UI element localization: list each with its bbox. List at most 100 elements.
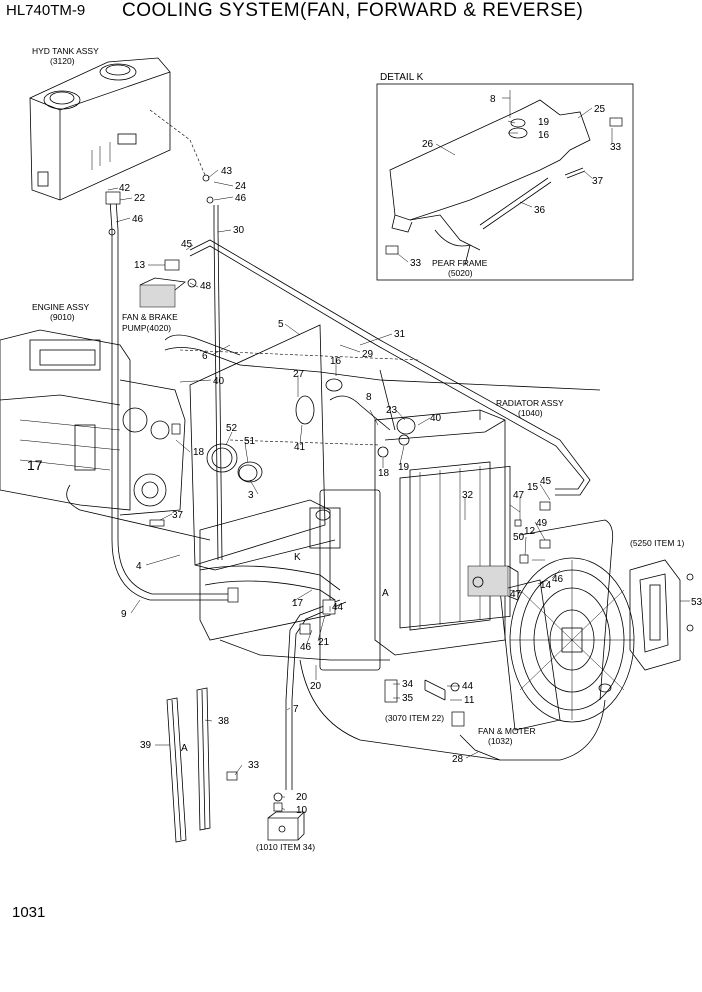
callout: 15: [527, 482, 539, 493]
callout-numbers: 43 42 22 24 46 46 30 45 13 48 5 6 31 29 …: [27, 94, 702, 816]
callout: 40: [213, 376, 225, 387]
bracket-drawing: [629, 559, 694, 671]
callout: 3: [248, 490, 254, 501]
callout: 52: [226, 423, 238, 434]
fan-motor-drawing: [467, 557, 635, 731]
hyd-tank-ref: (3120): [50, 56, 75, 66]
callout: 37: [172, 510, 184, 521]
callout: 51: [244, 436, 256, 447]
callout: 12: [524, 526, 536, 537]
marker-k: K: [294, 552, 301, 563]
pump-label-line1: FAN & BRAKE: [122, 312, 178, 322]
callout: 42: [119, 183, 131, 194]
marker-a: A: [382, 588, 389, 599]
callout: 9: [121, 609, 127, 620]
engine-label: ENGINE ASSY: [32, 302, 89, 312]
detail-k-title: DETAIL K: [380, 72, 424, 83]
hyd-tank-label: HYD TANK ASSY: [32, 46, 99, 56]
marker-a: A: [181, 743, 188, 754]
callout: 20: [296, 792, 308, 803]
frame-drawing: [164, 324, 421, 641]
callout: 47: [510, 589, 522, 600]
page-number: 1031: [12, 904, 46, 921]
callout: 19: [538, 117, 550, 128]
radiator-drawing: [309, 409, 511, 671]
ref-3070-label: (3070 ITEM 22): [385, 713, 444, 723]
pear-frame-label: PEAR FRAME: [432, 258, 488, 268]
fan-motor-label: FAN & MOTER: [478, 726, 536, 736]
pump-label-line2: PUMP(4020): [122, 323, 171, 333]
callout: 30: [233, 225, 245, 236]
pipes-drawing: [66, 199, 614, 790]
callout: 46: [300, 642, 312, 653]
callout: 6: [202, 351, 208, 362]
callout: 13: [134, 260, 146, 271]
callout: 22: [134, 193, 146, 204]
callout: 4: [136, 561, 142, 572]
callout: 28: [452, 754, 464, 765]
callout: 16: [538, 130, 550, 141]
callout: 7: [293, 704, 299, 715]
callout: 46: [235, 193, 247, 204]
callout: 33: [410, 258, 422, 269]
callout: 16: [330, 356, 342, 367]
callout: 37: [592, 176, 604, 187]
callout: 10: [296, 805, 308, 816]
callout: 29: [362, 349, 374, 360]
model-code: HL740TM-9: [6, 2, 86, 19]
callout: 31: [394, 329, 406, 340]
callout: 39: [140, 740, 152, 751]
callout: 36: [534, 205, 546, 216]
callout: 32: [462, 490, 474, 501]
ref-5250-label: (5250 ITEM 1): [630, 538, 684, 548]
callout: 8: [490, 94, 496, 105]
callout: 45: [181, 239, 193, 250]
detail-k-box: [376, 83, 634, 281]
callout: 44: [332, 602, 344, 613]
callout: 43: [221, 166, 233, 177]
engine-drawing: [0, 277, 186, 516]
callout: 8: [366, 392, 372, 403]
callout: 33: [248, 760, 260, 771]
callout: 40: [430, 413, 442, 424]
radiator-label: RADIATOR ASSY: [496, 398, 564, 408]
callout: 18: [378, 468, 390, 479]
callout: 50: [513, 532, 525, 543]
callout: 14: [540, 580, 552, 591]
page-title: COOLING SYSTEM(FAN, FORWARD & REVERSE): [122, 0, 584, 21]
callout: 5: [278, 319, 284, 330]
callout: 46: [552, 574, 564, 585]
callout: 35: [402, 693, 414, 704]
callout: 19: [398, 462, 410, 473]
ref-1010-label: (1010 ITEM 34): [256, 842, 315, 852]
engine-ref: (9010): [50, 312, 75, 322]
fan-motor-ref: (1032): [488, 736, 513, 746]
callout: 38: [218, 716, 230, 727]
callout: 24: [235, 181, 247, 192]
callout: 21: [318, 637, 330, 648]
leader-lines: [107, 97, 690, 811]
callout: 53: [691, 597, 702, 608]
callout: 34: [402, 679, 414, 690]
bars-drawing: [166, 687, 211, 843]
callout: 41: [294, 442, 306, 453]
callout: 17: [27, 457, 43, 473]
callout: 17: [292, 598, 304, 609]
callout: 44: [462, 681, 474, 692]
callout: 45: [540, 476, 552, 487]
callout: 11: [464, 695, 475, 706]
callout: 48: [200, 281, 212, 292]
callout: 18: [193, 447, 205, 458]
callout: 49: [536, 518, 548, 529]
callout: 20: [310, 681, 322, 692]
callout: 26: [422, 139, 434, 150]
callout: 47: [513, 490, 525, 501]
callout: 23: [386, 405, 398, 416]
hyd-tank-drawing: [29, 57, 206, 201]
callout: 25: [594, 104, 606, 115]
detail-k-drawing: [385, 90, 623, 266]
radiator-ref: (1040): [518, 408, 543, 418]
callout: 27: [293, 369, 305, 380]
callout: 46: [132, 214, 144, 225]
